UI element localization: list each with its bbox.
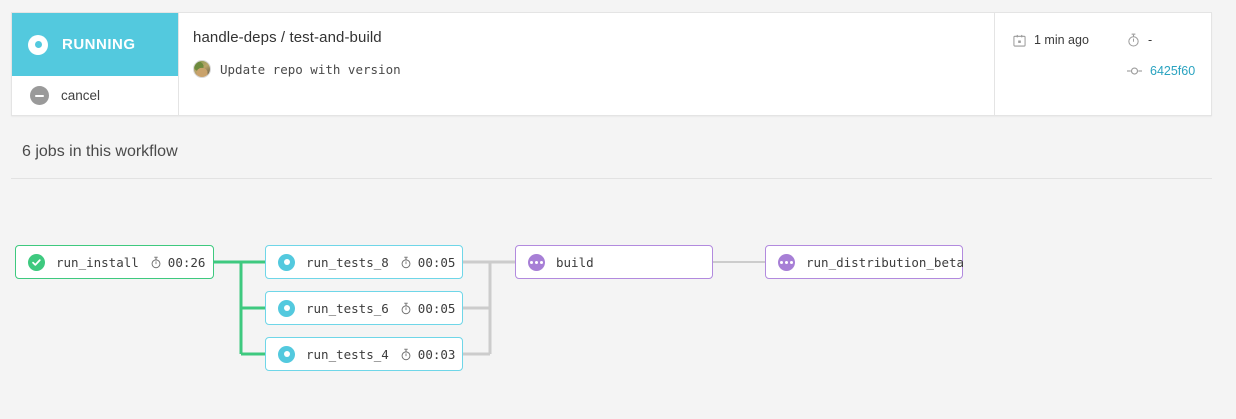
job-name: run_distribution_beta (806, 254, 965, 270)
job-node-run-distribution-beta[interactable]: run_distribution_beta (765, 245, 965, 279)
job-node-run-tests-4[interactable]: run_tests_4 00:03 (265, 337, 463, 371)
job-name: run_tests_4 (306, 346, 389, 362)
running-circle-icon (278, 299, 295, 317)
job-duration: 00:05 (400, 254, 456, 270)
commit-cell: 6425f60 (1127, 64, 1195, 78)
stopwatch-icon (401, 302, 411, 314)
job-name: build (556, 254, 594, 270)
workflow-header-card: RUNNING cancel handle-deps / test-and-bu… (11, 12, 1212, 116)
workflow-info-column: handle-deps / test-and-build Update repo… (179, 13, 995, 115)
check-circle-icon (28, 253, 45, 271)
status-badge: RUNNING (12, 13, 178, 76)
job-duration: 00:05 (400, 300, 456, 316)
job-node-build[interactable]: build (515, 245, 713, 279)
job-name: run_install (56, 254, 139, 270)
duration-cell: - (1127, 33, 1152, 47)
duration-text: - (1148, 33, 1153, 47)
avatar (193, 60, 211, 78)
job-duration-text: 00:05 (417, 254, 456, 270)
job-node-run-install[interactable]: run_install 00:26 (15, 245, 214, 279)
cancel-button-label: cancel (61, 88, 101, 103)
running-circle-icon (28, 34, 48, 55)
commit-node-icon (1127, 67, 1142, 75)
meta-line-bottom: 6425f60 (1013, 64, 1211, 78)
workflow-title[interactable]: handle-deps / test-and-build (193, 29, 382, 46)
workflow-meta-column: 1 min ago - (995, 13, 1211, 115)
job-node-run-tests-8[interactable]: run_tests_8 00:05 (265, 245, 463, 279)
commit-message: Update repo with version (220, 61, 401, 77)
job-duration-text: 00:03 (417, 346, 456, 362)
pending-dots-icon (778, 253, 795, 271)
jobs-heading: 6 jobs in this workflow (22, 143, 178, 160)
stopwatch-icon (401, 348, 411, 360)
calendar-icon (1013, 34, 1026, 47)
cancel-button[interactable]: cancel (12, 76, 178, 115)
stopwatch-icon (151, 256, 161, 268)
section-divider (11, 178, 1212, 179)
status-column: RUNNING cancel (12, 13, 179, 115)
job-name: run_tests_6 (306, 300, 389, 316)
job-duration-text: 00:05 (417, 300, 456, 316)
running-circle-icon (278, 345, 295, 363)
job-duration: 00:26 (150, 254, 206, 270)
minus-circle-icon (30, 86, 49, 105)
running-circle-icon (278, 253, 295, 271)
commit-hash-link[interactable]: 6425f60 (1150, 64, 1196, 78)
job-name: run_tests_8 (306, 254, 389, 270)
job-node-run-tests-6[interactable]: run_tests_6 00:05 (265, 291, 463, 325)
commit-row: Update repo with version (193, 60, 994, 78)
pending-dots-icon (528, 253, 545, 271)
job-duration: 00:03 (400, 346, 456, 362)
meta-line-top: 1 min ago - (1013, 33, 1211, 47)
job-duration-text: 00:26 (167, 254, 206, 270)
status-label: RUNNING (62, 36, 136, 53)
time-ago-cell: 1 min ago (1013, 33, 1127, 47)
time-ago-text: 1 min ago (1034, 33, 1089, 47)
stopwatch-icon (401, 256, 411, 268)
stopwatch-icon (1128, 33, 1139, 47)
